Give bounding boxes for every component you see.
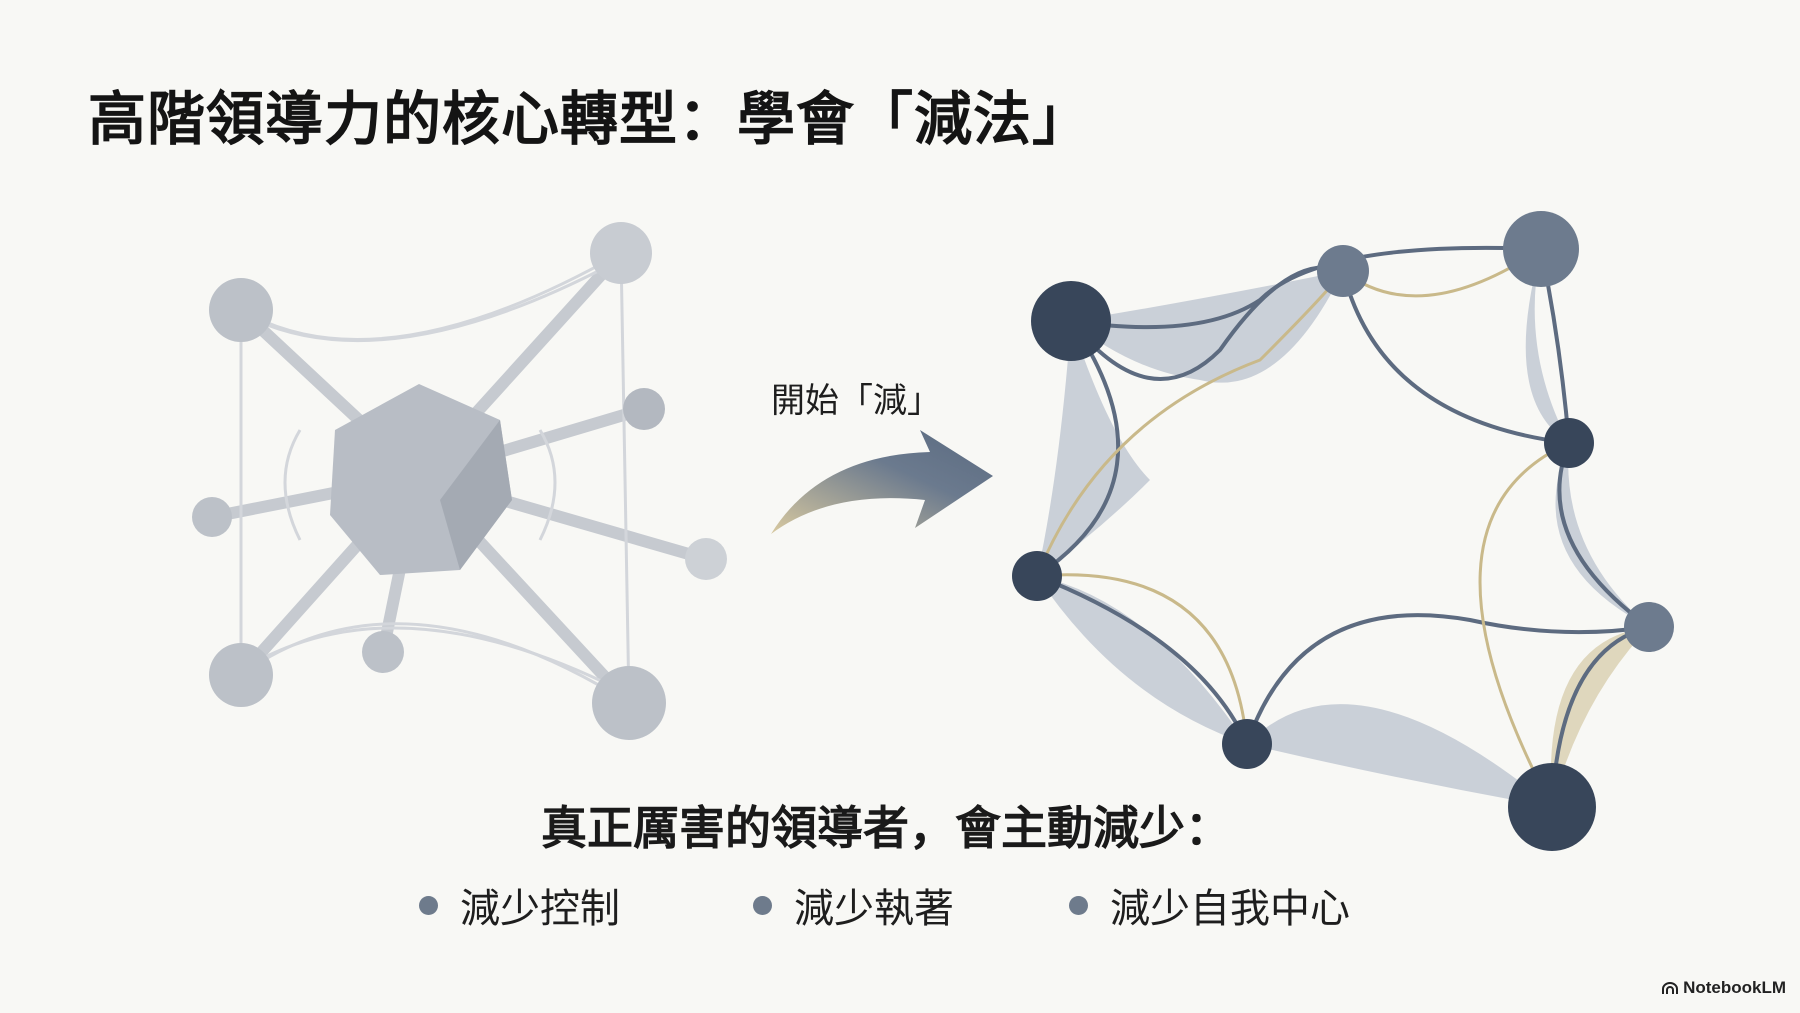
bullet-item: 減少控制 (419, 876, 620, 934)
bullet-dot-icon (1069, 895, 1088, 915)
notebooklm-logo-icon (1662, 982, 1679, 994)
bullet-item: 減少執著 (753, 876, 954, 934)
bullet-label: 減少控制 (460, 886, 620, 932)
transition-arrow-icon (771, 430, 993, 534)
slide-title: 高階領導力的核心轉型：學會「減法」 (88, 85, 1092, 153)
bullet-item: 減少自我中心 (1069, 876, 1350, 934)
arrow-label: 開始「減」 (771, 381, 941, 421)
subtitle: 真正厲害的領導者，會主動減少： (541, 801, 1231, 855)
notebooklm-watermark: NotebookLM (1662, 978, 1786, 998)
bullet-dot-icon (753, 895, 772, 915)
bullet-label: 減少自我中心 (1110, 886, 1350, 932)
distributed-network (1012, 211, 1674, 851)
bullet-dot-icon (419, 895, 438, 915)
centralized-network (192, 222, 727, 740)
brand-name: NotebookLM (1683, 978, 1786, 997)
bullet-label: 減少執著 (794, 886, 954, 932)
